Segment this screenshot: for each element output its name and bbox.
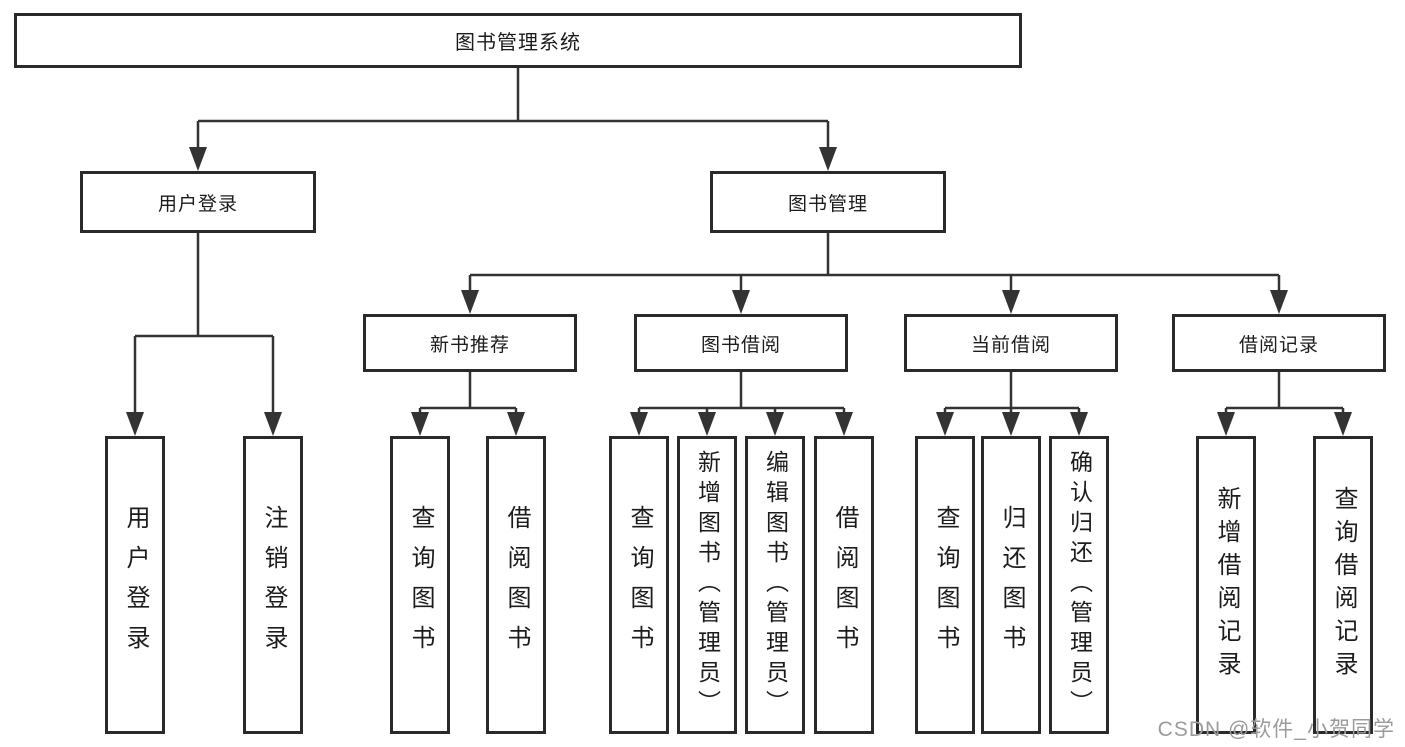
leaf-edit-books-admin: 编辑图书（管理员） bbox=[745, 436, 805, 734]
connector-borrow-records bbox=[1224, 372, 1345, 419]
arrowhead bbox=[835, 412, 853, 436]
leaf-query-books-borrow: 查询图书 bbox=[609, 436, 669, 734]
arrowhead bbox=[1070, 412, 1088, 436]
leaf-label: 查询图书 bbox=[626, 505, 653, 665]
arrowhead bbox=[1217, 412, 1235, 436]
node-new-book-recommend: 新书推荐 bbox=[363, 314, 577, 372]
connector-book-management bbox=[468, 233, 1281, 295]
arrowhead bbox=[630, 412, 648, 436]
connector-current-borrow bbox=[943, 372, 1081, 419]
csdn-watermark: CSDN @软件_小贺同学 bbox=[1157, 718, 1395, 741]
arrowhead bbox=[1002, 290, 1020, 314]
leaf-logout: 注销登录 bbox=[243, 436, 303, 734]
connector-new-book bbox=[418, 372, 518, 419]
leaf-query-books-recommend: 查询图书 bbox=[390, 436, 450, 734]
leaf-label: 借阅图书 bbox=[503, 505, 530, 665]
arrowhead bbox=[411, 412, 429, 436]
leaf-user-login: 用户登录 bbox=[105, 436, 165, 734]
arrowhead bbox=[1334, 412, 1352, 436]
node-borrow-records: 借阅记录 bbox=[1172, 314, 1386, 372]
arrowhead bbox=[126, 412, 144, 436]
arrowhead bbox=[461, 290, 479, 314]
arrowhead bbox=[1002, 412, 1020, 436]
leaf-label: 确认归还（管理员） bbox=[1066, 450, 1093, 720]
leaf-label: 查询图书 bbox=[932, 505, 959, 665]
leaf-label: 用户登录 bbox=[122, 505, 149, 665]
leaf-return-books: 归还图书 bbox=[981, 436, 1041, 734]
node-library-system: 图书管理系统 bbox=[14, 13, 1022, 68]
leaf-query-borrow-record: 查询借阅记录 bbox=[1313, 436, 1373, 734]
leaf-label: 新增借阅记录 bbox=[1213, 486, 1240, 684]
leaf-label: 新增图书（管理员） bbox=[694, 450, 721, 720]
arrowhead bbox=[189, 147, 207, 171]
arrowhead bbox=[698, 412, 716, 436]
leaf-add-borrow-record: 新增借阅记录 bbox=[1196, 436, 1256, 734]
connector-book-borrow bbox=[637, 372, 846, 419]
node-book-management: 图书管理 bbox=[710, 171, 946, 233]
arrowhead bbox=[507, 412, 525, 436]
leaf-borrow-books: 借阅图书 bbox=[814, 436, 874, 734]
leaf-query-books-current: 查询图书 bbox=[915, 436, 975, 734]
leaf-borrow-books-recommend: 借阅图书 bbox=[486, 436, 546, 734]
leaf-confirm-return-admin: 确认归还（管理员） bbox=[1049, 436, 1109, 734]
arrowhead bbox=[766, 412, 784, 436]
connector-root bbox=[196, 68, 830, 152]
leaf-label: 查询图书 bbox=[407, 505, 434, 665]
connector-user-login bbox=[133, 233, 275, 417]
arrowhead bbox=[819, 147, 837, 171]
leaf-label: 查询借阅记录 bbox=[1330, 486, 1357, 684]
arrowhead bbox=[732, 290, 750, 314]
arrowhead bbox=[264, 412, 282, 436]
arrowhead bbox=[936, 412, 954, 436]
node-current-borrow: 当前借阅 bbox=[904, 314, 1118, 372]
leaf-label: 归还图书 bbox=[998, 505, 1025, 665]
leaf-label: 编辑图书（管理员） bbox=[762, 450, 789, 720]
node-user-login: 用户登录 bbox=[80, 171, 316, 233]
node-book-borrow: 图书借阅 bbox=[634, 314, 848, 372]
arrowhead bbox=[1270, 290, 1288, 314]
leaf-label: 注销登录 bbox=[260, 505, 287, 665]
leaf-add-books-admin: 新增图书（管理员） bbox=[677, 436, 737, 734]
leaf-label: 借阅图书 bbox=[831, 505, 858, 665]
